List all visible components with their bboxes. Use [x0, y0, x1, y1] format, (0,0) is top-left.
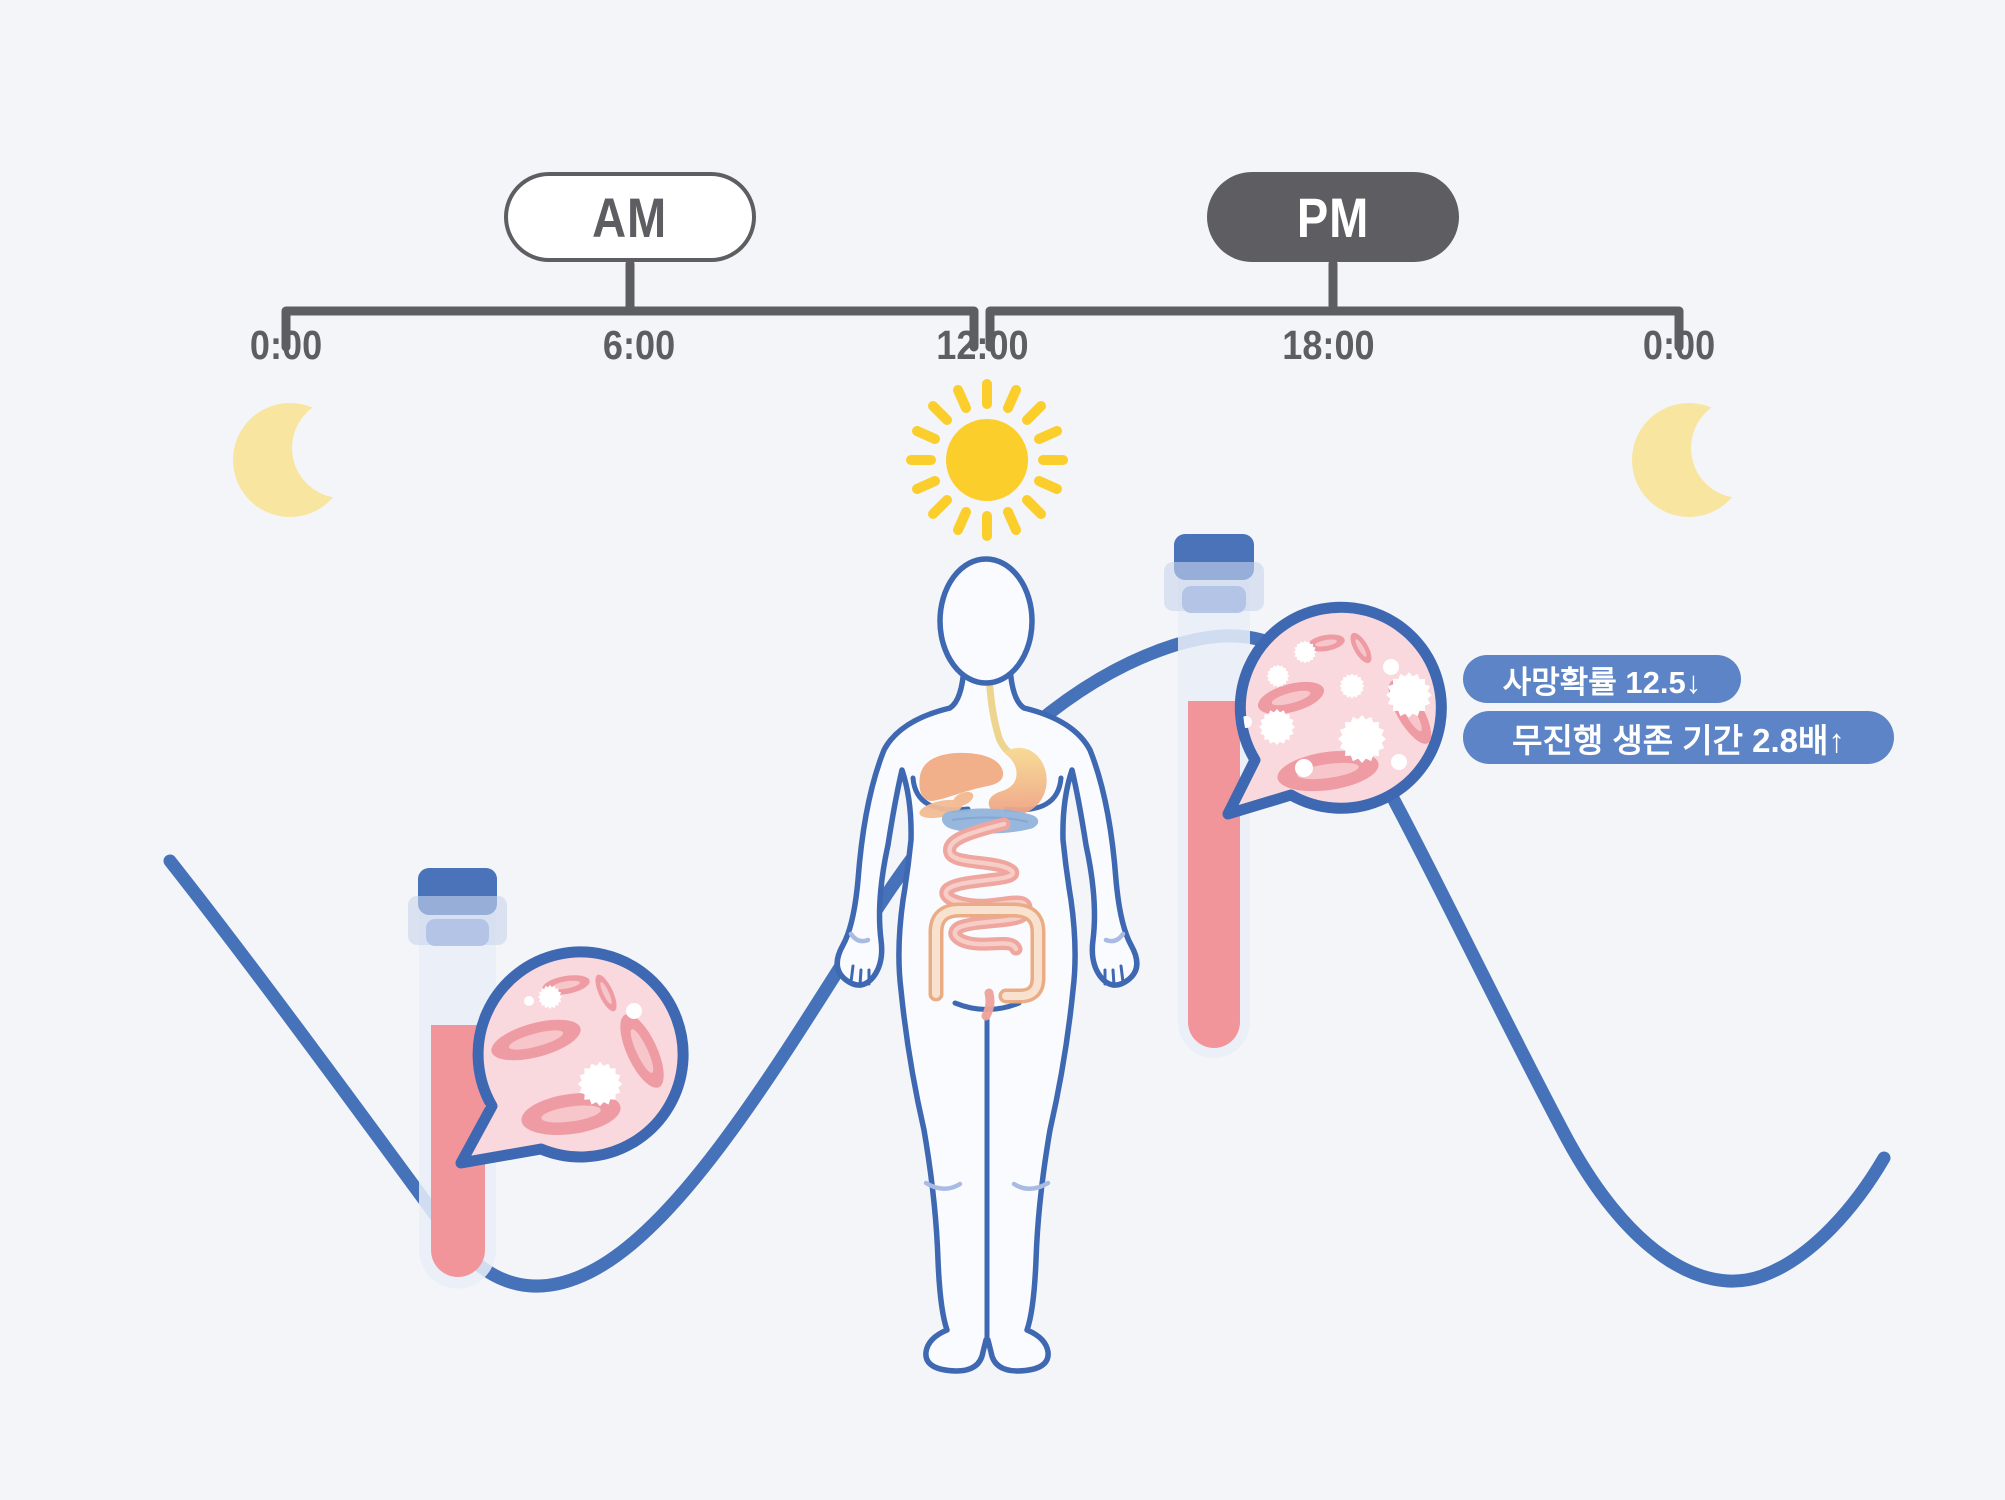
pm-label: PM	[1296, 185, 1370, 249]
am-pill: AM	[504, 172, 756, 262]
moon-icon	[233, 403, 347, 517]
gallbladder	[952, 791, 974, 807]
blood-test-tube-am	[408, 868, 507, 1289]
timeline-brackets	[281, 259, 1684, 352]
sun-icon	[906, 379, 1068, 541]
time-tick-1: 6:00	[602, 322, 676, 368]
tube-blood	[431, 1025, 485, 1277]
mortality-label: 사망확률 12.5↓	[1463, 655, 1741, 703]
liver	[919, 752, 1004, 801]
head	[937, 556, 1035, 686]
am-label: AM	[592, 185, 668, 249]
speech-bubble	[1222, 601, 1447, 820]
time-tick-0: 0:00	[249, 322, 323, 368]
moon-icon	[1632, 403, 1746, 517]
human-body-figure	[834, 556, 1140, 1374]
digestive-organs	[919, 656, 1047, 1021]
tube-blood	[1188, 701, 1240, 1048]
blood-test-tube-pm	[1164, 534, 1264, 1058]
time-tick-4: 0:00	[1642, 322, 1716, 368]
pm-pill: PM	[1207, 172, 1459, 262]
tube-cap-inner	[1182, 586, 1246, 613]
blood-cells-bubble-pm	[1222, 601, 1447, 820]
stomach	[988, 747, 1047, 817]
speech-bubble	[455, 946, 689, 1169]
large-intestine	[928, 902, 1046, 1021]
survival-label: 무진행 생존 기간 2.8배↑	[1463, 711, 1894, 764]
blood-cells-bubble-am	[455, 946, 689, 1169]
time-tick-2: 12:00	[935, 322, 1029, 368]
tube-cap-inner	[426, 919, 489, 946]
time-tick-3: 18:00	[1281, 322, 1375, 368]
